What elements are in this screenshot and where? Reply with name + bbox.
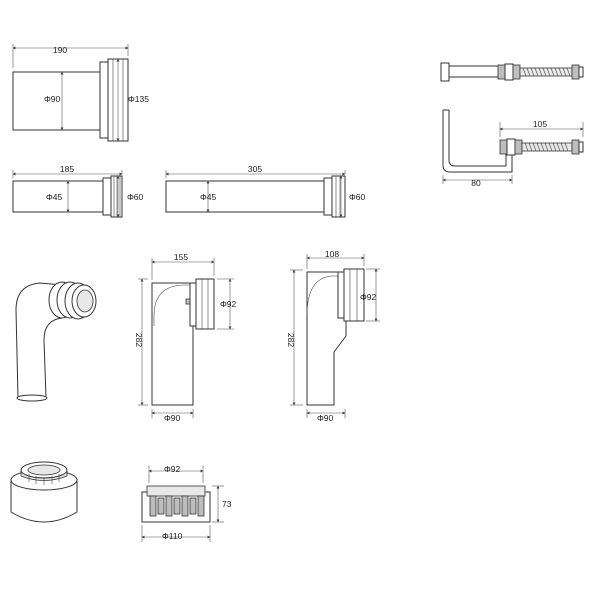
length-label: 185 bbox=[60, 164, 74, 174]
diameter-outlet-label: Φ90 bbox=[317, 413, 334, 423]
height-label: 282 bbox=[134, 333, 144, 347]
width-label: 155 bbox=[174, 252, 188, 262]
diameter-top-label: Φ92 bbox=[164, 464, 181, 474]
diameter-small-label: Φ90 bbox=[44, 94, 61, 104]
bend-connector-108: 108 282 Φ92 Φ90 bbox=[286, 249, 380, 423]
bracket-assembly: 105 80 bbox=[442, 109, 584, 188]
socket-rings bbox=[48, 281, 97, 320]
seal-collar-perspective bbox=[10, 461, 78, 523]
straight-connector-short: 185 Φ45 Φ60 bbox=[12, 164, 144, 218]
straight-connector-long: 305 Φ45 Φ60 bbox=[165, 164, 366, 218]
height-label: 73 bbox=[222, 499, 232, 509]
seal-collar-section: Φ92 Φ110 73 bbox=[141, 464, 232, 542]
straight-connector-large: 190 Φ90 Φ135 bbox=[12, 44, 149, 142]
seal-fins bbox=[149, 495, 205, 517]
width-label: 108 bbox=[325, 249, 339, 259]
diameter-outlet-label: Φ90 bbox=[164, 413, 181, 423]
diameter-small-label: Φ45 bbox=[200, 192, 217, 202]
thread-pattern bbox=[519, 67, 573, 77]
diameter-large-label: Φ60 bbox=[349, 192, 366, 202]
reach-label: 105 bbox=[533, 119, 547, 129]
thread-pattern bbox=[521, 142, 573, 152]
threaded-rod-top bbox=[440, 62, 584, 82]
diameter-bottom-label: Φ110 bbox=[162, 531, 183, 541]
diameter-small-label: Φ45 bbox=[46, 192, 63, 202]
depth-label: 80 bbox=[471, 178, 481, 188]
diameter-inlet-label: Φ92 bbox=[220, 299, 237, 309]
bend-connector-perspective bbox=[15, 281, 97, 402]
bend-connector-155: 155 282 Φ92 Φ90 bbox=[134, 252, 237, 423]
length-label: 190 bbox=[53, 45, 67, 55]
diameter-inlet-label: Φ92 bbox=[360, 292, 377, 302]
length-label: 305 bbox=[248, 164, 262, 174]
diameter-large-label: Φ135 bbox=[128, 94, 149, 104]
diameter-large-label: Φ60 bbox=[127, 192, 144, 202]
height-label: 282 bbox=[286, 333, 296, 347]
